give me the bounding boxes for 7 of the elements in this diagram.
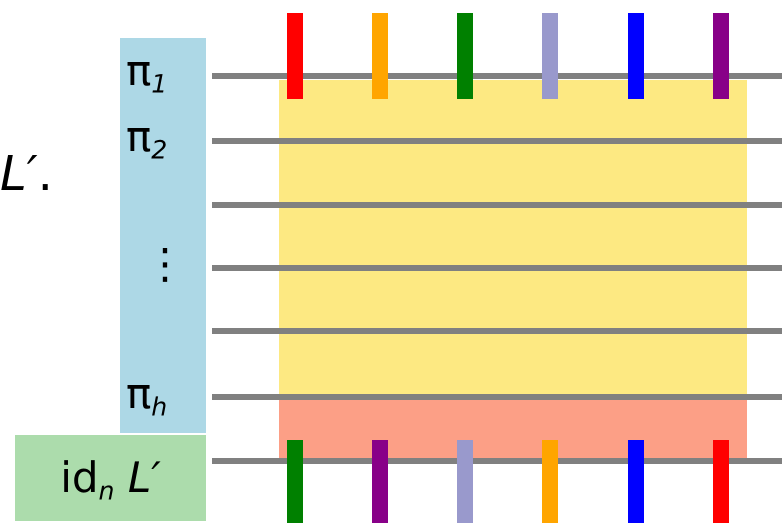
label-box: id$_{n}$ L′	[15, 435, 206, 521]
math-label: π$_{2}$	[126, 116, 168, 158]
label-band	[120, 38, 206, 433]
math-label: π$_{h}$	[126, 373, 168, 415]
math-label: L′.	[0, 150, 53, 198]
math-label: π$_{1}$	[126, 50, 168, 92]
math-label: ⋮	[144, 243, 186, 285]
